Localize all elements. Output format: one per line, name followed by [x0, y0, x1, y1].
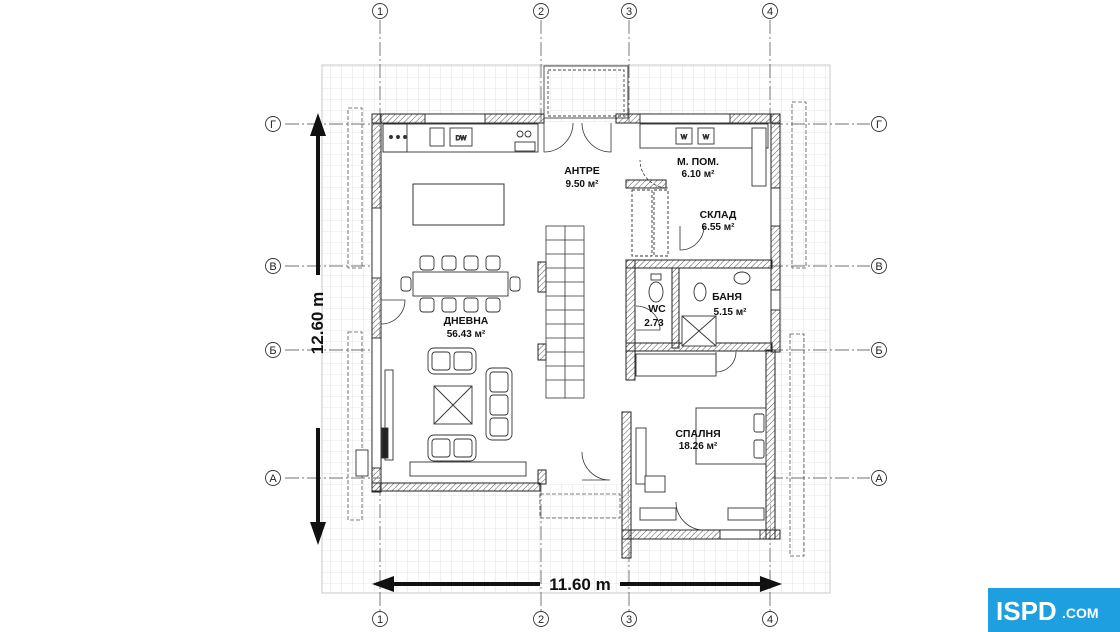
room-name-antre: АНТРЕ: [564, 165, 600, 177]
svg-text:Б: Б: [875, 345, 882, 357]
brand-logo-suffix: .COM: [1062, 605, 1099, 621]
room-area-antre: 9.50 м²: [566, 179, 600, 190]
svg-text:2: 2: [538, 6, 544, 18]
windows: [371, 113, 781, 540]
dining-set: [400, 255, 521, 313]
svg-text:Г: Г: [876, 119, 882, 131]
brand-logo: ISPD .COM: [988, 588, 1120, 632]
axis-bubble-row-b-left: Б: [265, 342, 281, 358]
axis-bubble-row-b-right: Б: [871, 342, 887, 358]
dimension-width-label: 11.60 m: [549, 575, 610, 594]
room-name-spalnya: СПАЛНЯ: [675, 428, 720, 440]
room-area-dnevna: 56.43 м²: [447, 329, 486, 340]
kitchen-island: [412, 183, 505, 226]
axis-bubble-row-a-left: А: [265, 470, 281, 486]
svg-text:4: 4: [767, 614, 773, 626]
svg-text:3: 3: [626, 614, 632, 626]
room-area-wc: 2.73: [644, 318, 664, 329]
washer-2-label: W: [703, 134, 710, 141]
svg-text:А: А: [269, 473, 277, 485]
axis-bubble-col-4-bottom: 4: [762, 611, 778, 627]
dimension-height: 12.60 m: [308, 113, 327, 545]
axis-bubble-col-3-top: 3: [621, 3, 637, 19]
axis-bubble-col-2-top: 2: [533, 3, 549, 19]
brand-logo-text: ISPD: [996, 596, 1057, 626]
svg-text:В: В: [875, 261, 882, 273]
axis-bubble-col-1-bottom: 1: [372, 611, 388, 627]
svg-text:В: В: [269, 261, 276, 273]
washer-1-label: W: [681, 134, 688, 141]
svg-text:3: 3: [626, 6, 632, 18]
axis-bubble-row-v-right: В: [871, 258, 887, 274]
svg-text:А: А: [875, 473, 883, 485]
svg-text:1: 1: [377, 6, 383, 18]
staircase: [545, 225, 585, 399]
axis-bubble-row-g-right: Г: [871, 116, 887, 132]
entrance-portico: [543, 65, 629, 119]
utility-appliances: W W: [631, 123, 769, 257]
dishwasher-label: DW: [456, 135, 468, 142]
door-swings: [380, 122, 737, 531]
room-name-wc: WC: [648, 303, 666, 315]
axis-bubble-col-2-bottom: 2: [533, 611, 549, 627]
living-furniture: [355, 347, 527, 477]
svg-text:1: 1: [377, 614, 383, 626]
room-labels: АНТРЕ 9.50 м² М. ПОМ. 6.10 м² СКЛАД 6.55…: [444, 156, 748, 452]
room-area-mpom: 6.10 м²: [682, 169, 716, 180]
room-name-mpom: М. ПОМ.: [677, 156, 719, 168]
svg-text:4: 4: [767, 6, 773, 18]
room-name-dnevna: ДНЕВНА: [444, 315, 489, 327]
dimension-width: 11.60 m: [372, 575, 782, 594]
walls: [371, 113, 781, 559]
room-area-sklad: 6.55 м²: [702, 222, 736, 233]
axis-bubble-col-1-top: 1: [372, 3, 388, 19]
axis-bubble-col-3-bottom: 3: [621, 611, 637, 627]
svg-text:2: 2: [538, 614, 544, 626]
bedroom-furniture: [635, 407, 767, 521]
svg-text:Б: Б: [269, 345, 276, 357]
room-name-banya: БАНЯ: [712, 291, 742, 303]
axis-bubble-row-a-right: А: [871, 470, 887, 486]
window-shutters: [347, 101, 807, 557]
axis-bubble-row-g-left: Г: [265, 116, 281, 132]
svg-text:Г: Г: [270, 119, 276, 131]
axis-bubble-row-v-left: В: [265, 258, 281, 274]
room-name-sklad: СКЛАД: [700, 209, 737, 221]
room-area-banya: 5.15 м²: [714, 307, 748, 318]
kitchen-counter: DW: [382, 123, 539, 153]
dimension-height-label: 12.60 m: [308, 292, 327, 354]
room-area-spalnya: 18.26 м²: [679, 441, 718, 452]
axis-bubbles: 1 2 3 4 1 2 3 4 Г В Б А Г В Б А: [265, 3, 887, 627]
axis-bubble-col-4-top: 4: [762, 3, 778, 19]
